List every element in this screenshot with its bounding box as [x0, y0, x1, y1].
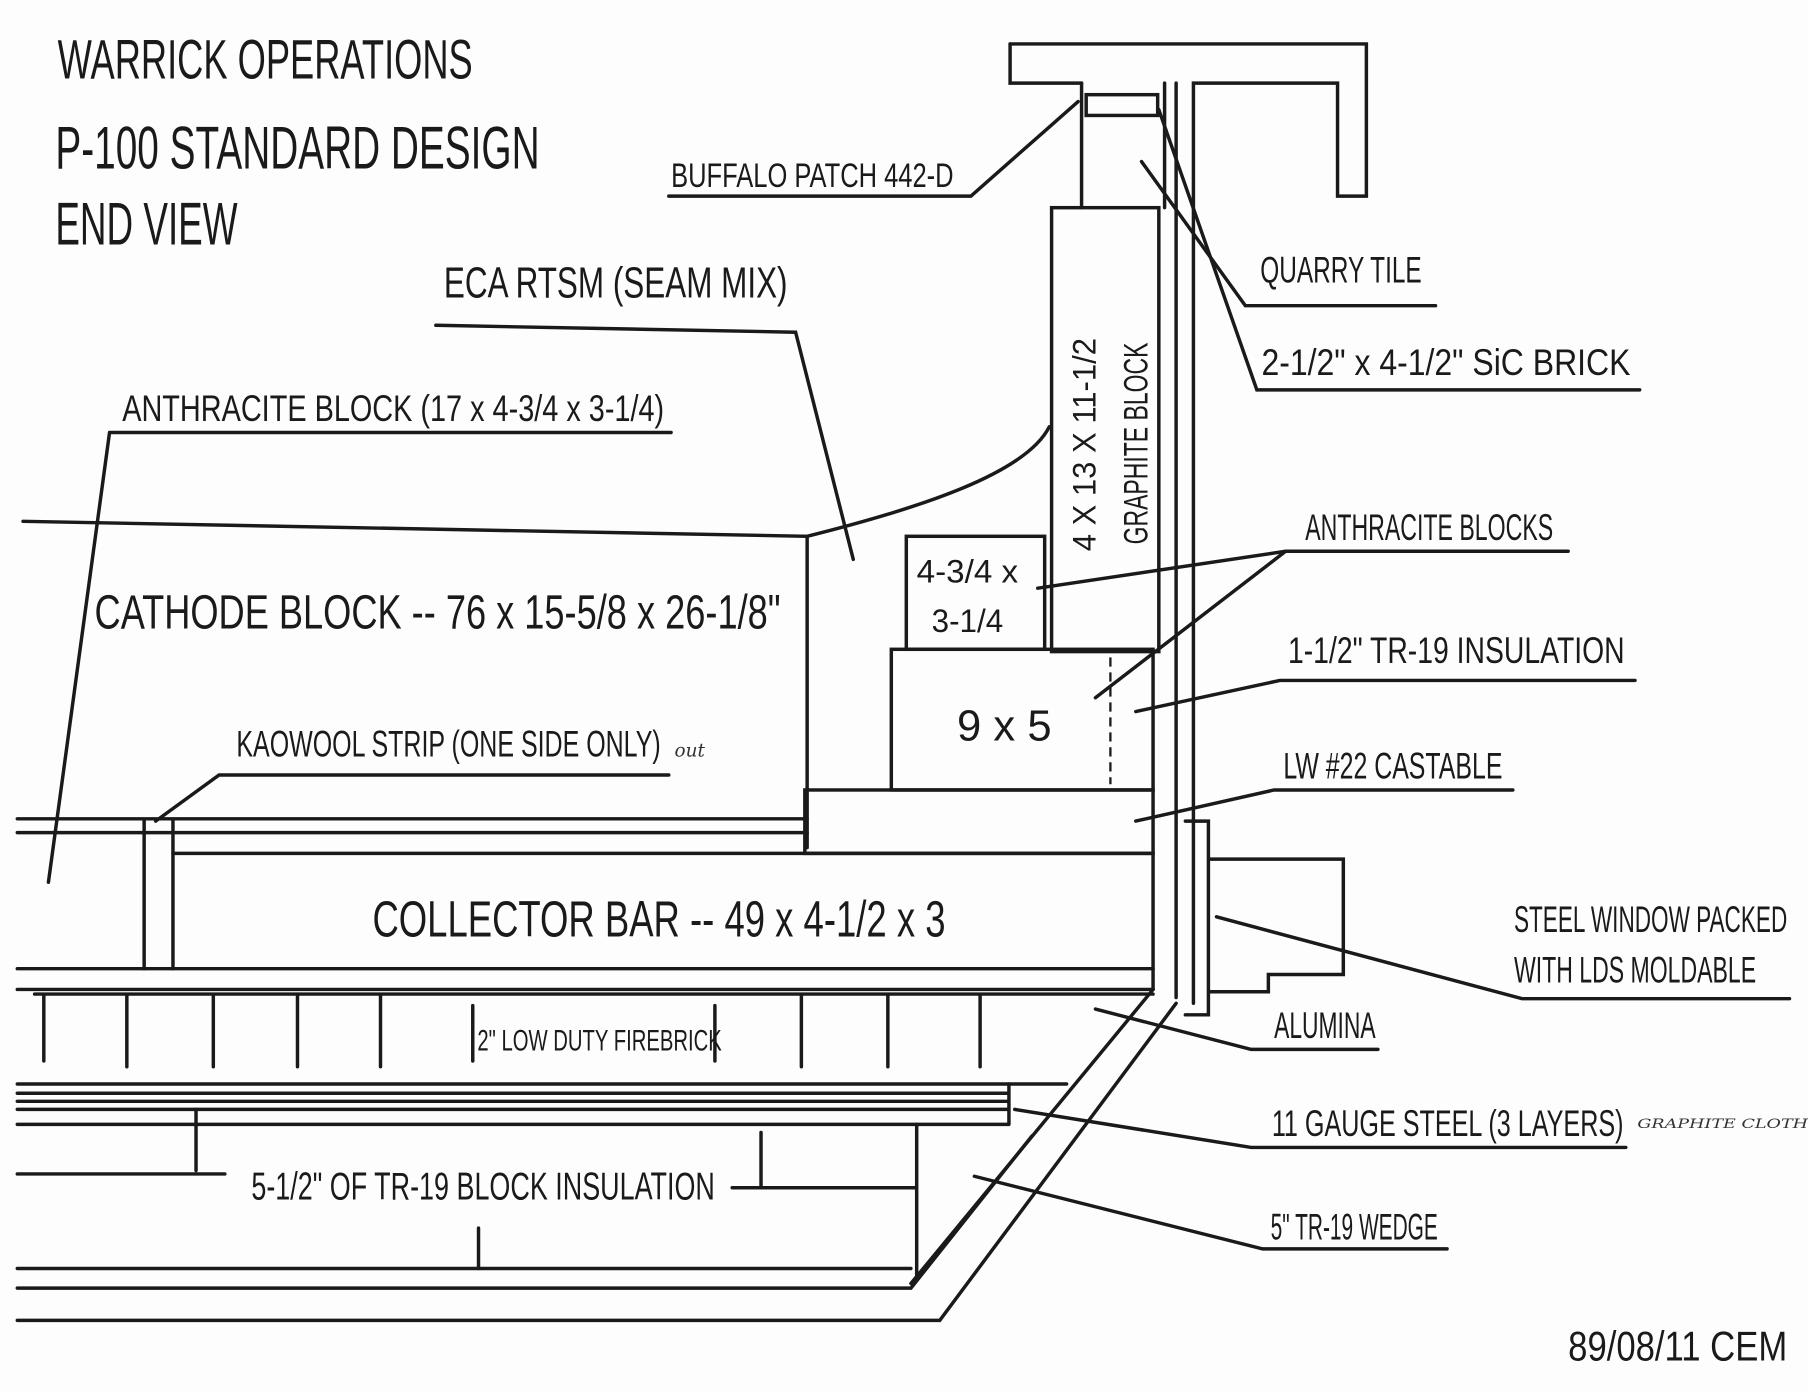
label-wedge: 5" TR-19 WEDGE: [1271, 1207, 1438, 1248]
label-anthracite-block: ANTHRACITE BLOCK (17 x 4-3/4 x 3-1/4): [122, 388, 664, 429]
label-lw22: LW #22 CASTABLE: [1283, 745, 1502, 786]
label-tr19-insulation: 1-1/2" TR-19 INSULATION: [1288, 630, 1625, 671]
title-line-1: WARRICK OPERATIONS: [58, 29, 473, 91]
label-kaowool-note: out: [675, 741, 706, 762]
kaowool-lines: [15, 817, 809, 835]
labels: BUFFALO PATCH 442-D QUARRY TILE 2-1/2" x…: [95, 157, 1808, 1370]
label-9x5: 9 x 5: [957, 701, 1052, 750]
label-steel-window-2: WITH LDS MOLDABLE: [1514, 950, 1756, 991]
insulation-bottom: [15, 1134, 1034, 1290]
leader-quarry: [1139, 159, 1438, 308]
leader-eca: [434, 323, 855, 562]
label-steel-note: GRAPHITE CLOTH: [1637, 1116, 1808, 1131]
leader-kaowool: [153, 773, 671, 823]
leader-sic: [1157, 107, 1642, 392]
collector-bar-bottom: [15, 966, 1155, 992]
label-eca-rtsm: ECA RTSM (SEAM MIX): [444, 259, 788, 308]
leader-window: [1214, 915, 1792, 1001]
steel-shell-outer: [1008, 42, 1369, 1006]
shell-structure: [15, 42, 1369, 1323]
label-block-insulation: 5-1/2" OF TR-19 BLOCK INSULATION: [251, 1165, 715, 1208]
title-line-3: END VIEW: [55, 191, 237, 258]
label-buffalo-patch: BUFFALO PATCH 442-D: [671, 157, 954, 195]
leader-graphite-seam: [805, 425, 1052, 539]
leader-alumina: [1093, 1007, 1380, 1052]
leader-tr19: [1134, 678, 1637, 714]
cathode-block: [21, 519, 809, 850]
kaowool-strip: [142, 819, 175, 971]
steel-window: [1183, 819, 1346, 1017]
label-graphite-dims: 4 X 13 X 11-1/2: [1066, 338, 1102, 551]
leader-lw22: [1134, 788, 1515, 823]
quarry-tile: [1084, 92, 1160, 118]
leader-buffalo: [667, 99, 1080, 198]
label-steel: 11 GAUGE STEEL (3 LAYERS): [1272, 1103, 1624, 1144]
cap-left: [1008, 42, 1084, 85]
castable: [803, 788, 1155, 856]
sic-brick: [1079, 81, 1167, 210]
graphite-block: [1049, 205, 1161, 654]
block-insulation: [15, 1107, 919, 1282]
firebrick-row: [15, 992, 1155, 1086]
label-steel-window-1: STEEL WINDOW PACKED: [1514, 899, 1787, 940]
leader-lines: [46, 99, 1792, 1251]
label-cathode-block: CATHODE BLOCK -- 76 x 15-5/8 x 26-1/8": [95, 586, 781, 640]
label-graphite-block: GRAPHITE BLOCK: [1117, 343, 1155, 545]
label-anthracite-blocks: ANTHRACITE BLOCKS: [1305, 507, 1553, 548]
label-small-block-1: 4-3/4 x: [917, 553, 1018, 589]
collector-bar-top: [171, 851, 1155, 992]
label-alumina: ALUMINA: [1274, 1005, 1376, 1046]
label-quarry-tile: QUARRY TILE: [1260, 250, 1421, 291]
leader-anthracite-blocks: [1036, 549, 1570, 700]
leader-wedge: [972, 1174, 1449, 1251]
leader-steel: [1012, 1107, 1628, 1150]
label-collector-bar: COLLECTOR BAR -- 49 x 4-1/2 x 3: [372, 890, 945, 947]
leader-anthracite: [46, 430, 673, 884]
steel-wall-diagonal: [15, 987, 1178, 1323]
label-small-block-2: 3-1/4: [932, 603, 1003, 639]
label-sic-brick: 2-1/2" x 4-1/2" SiC BRICK: [1261, 342, 1630, 383]
label-kaowool: KAOWOOL STRIP (ONE SIDE ONLY): [236, 724, 660, 765]
steel-layers: [15, 1082, 1011, 1127]
date-stamp: 89/08/11 CEM: [1568, 1323, 1787, 1370]
title-line-2: P-100 STANDARD DESIGN: [55, 114, 539, 181]
label-firebrick: 2" LOW DUTY FIREBRICK: [477, 1025, 721, 1058]
title-block: WARRICK OPERATIONS P-100 STANDARD DESIGN…: [55, 29, 539, 258]
